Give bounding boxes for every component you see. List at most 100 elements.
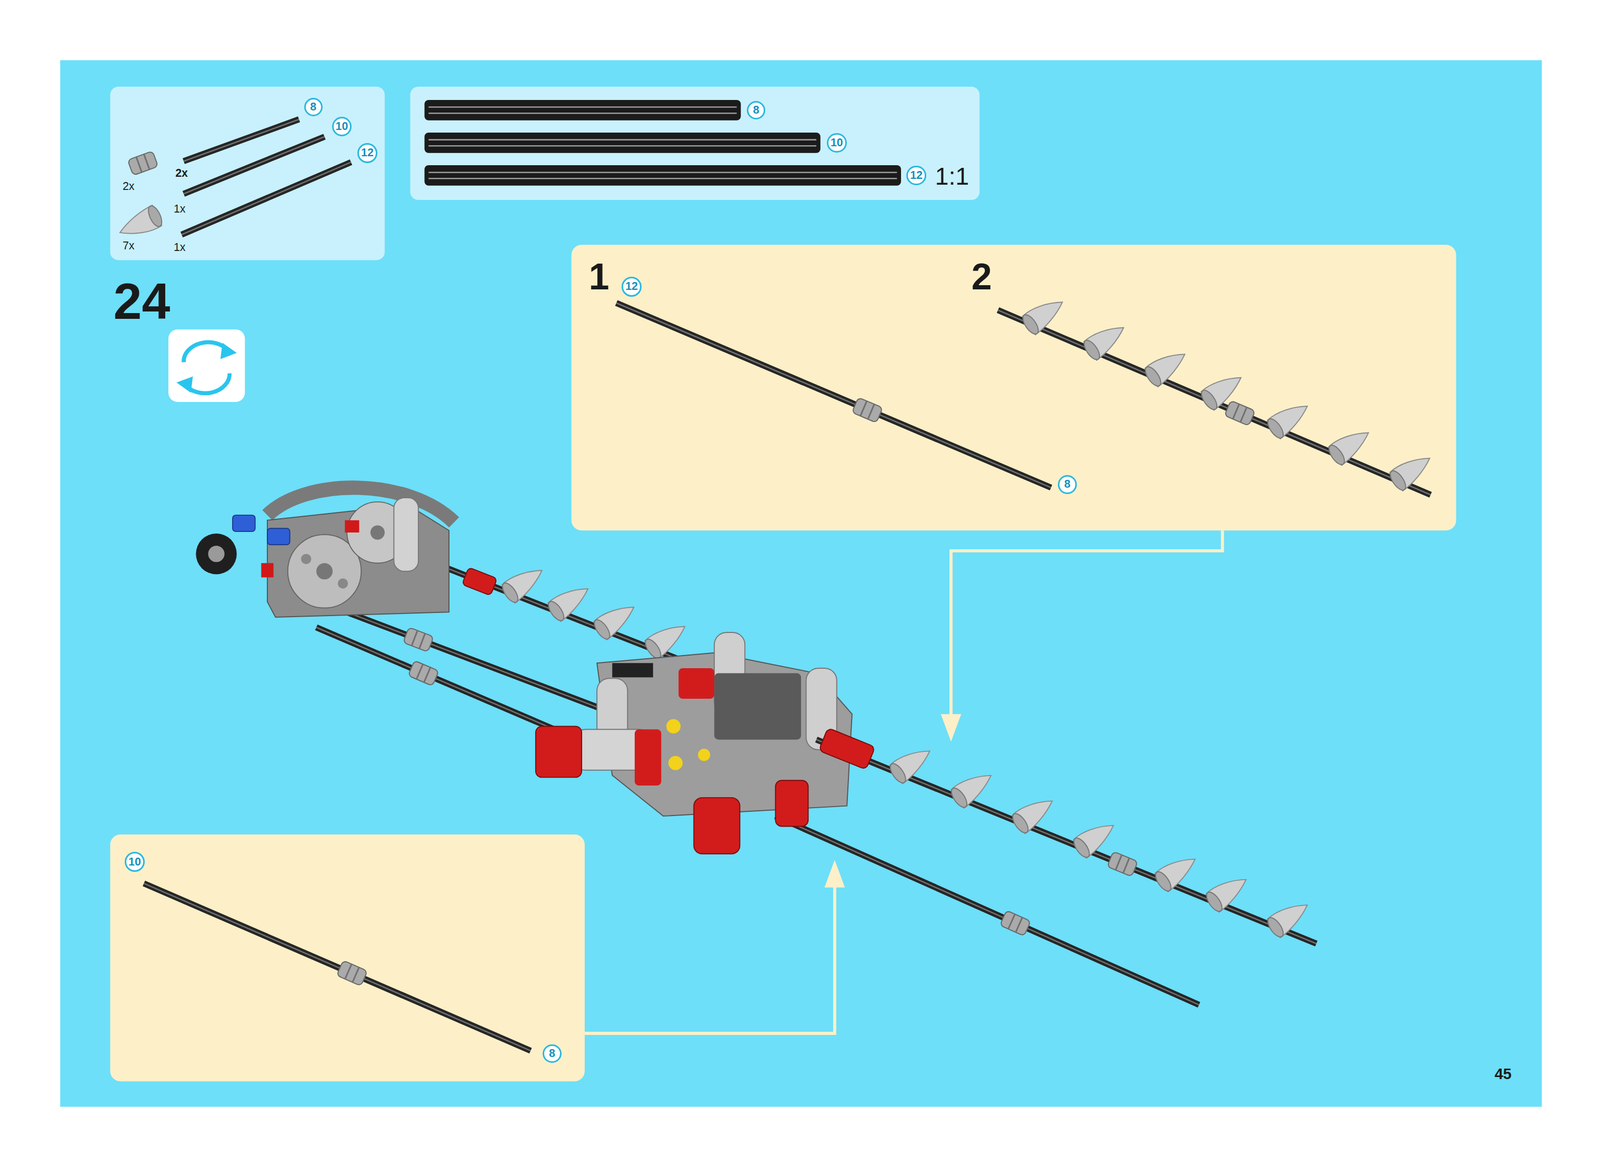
panel-fills (110, 86, 1456, 1082)
model-art (634, 729, 662, 786)
panel-text: 1 (588, 258, 610, 296)
model-art (208, 545, 225, 563)
model-art (370, 525, 385, 540)
panel-fills (110, 834, 585, 1082)
model-art (775, 816, 1199, 1006)
assembly-arrows (951, 530, 1223, 720)
scale-bars (424, 132, 821, 154)
model-art (678, 668, 715, 699)
model-art (816, 740, 1317, 945)
model-art (195, 487, 1317, 1006)
rotate-icon (168, 329, 245, 403)
model-art (403, 551, 715, 674)
model-art (1264, 895, 1314, 940)
sub-step-art (1019, 292, 1069, 337)
model-art (1106, 851, 1138, 877)
scale-bars (424, 100, 902, 186)
model-art (232, 515, 256, 532)
model-art (393, 497, 419, 572)
scale-bars (428, 138, 817, 141)
model-art (1000, 910, 1032, 937)
panel-text: 7x (122, 240, 135, 252)
callout-number: 10 (332, 116, 353, 137)
parts-list-art (127, 151, 158, 176)
sub-step-art (1386, 448, 1436, 493)
model-art (596, 653, 853, 817)
sub-step-art (1198, 368, 1248, 413)
bottom-sub-art (143, 883, 531, 1052)
sub-step-art (616, 303, 1052, 488)
panel-text: 1x (173, 242, 186, 254)
model-art (693, 797, 740, 855)
model-art (1009, 791, 1059, 836)
model-art (261, 563, 274, 578)
page-number: 45 (1494, 1066, 1512, 1083)
page-ground (60, 60, 1542, 1107)
scale-bars (424, 100, 742, 121)
model-art (301, 554, 312, 565)
model-art (267, 528, 290, 545)
panel-text: 2 (971, 258, 993, 296)
panel-text: 1x (173, 203, 186, 215)
instruction-panel: 108 (110, 834, 585, 1082)
sub-step-art (1224, 400, 1256, 426)
model-art (1070, 816, 1120, 860)
rotate-icon (176, 376, 193, 393)
sub-step-art (997, 310, 1431, 495)
model-art (714, 673, 802, 740)
model-art (642, 617, 692, 662)
model-art (886, 741, 936, 786)
assembly-arrows (824, 860, 846, 888)
model-art (403, 551, 715, 674)
assembly-arrows (584, 882, 835, 1034)
assembly-arrows (941, 714, 962, 742)
panel-text: 2x (175, 167, 188, 179)
scale-bars (428, 177, 897, 180)
rotate-icon (220, 342, 237, 359)
assembly-arrows (584, 530, 1223, 1034)
scale-bars (428, 171, 897, 174)
parts-list-art (181, 162, 352, 235)
rotate-icon (168, 329, 245, 403)
sub-step-art (852, 397, 884, 423)
instruction-panel: 810121:1 (410, 86, 980, 200)
model-art (407, 660, 439, 686)
panel-fills (410, 86, 980, 200)
sub-step-art (1264, 396, 1314, 441)
model-art (818, 727, 876, 770)
sub-step-art (997, 310, 1431, 495)
model-art (816, 740, 1317, 945)
model-art (462, 567, 498, 596)
scale-bars (424, 165, 902, 186)
instruction-panel: 810122x2x1x7x1x (110, 86, 385, 261)
model-art (344, 520, 359, 533)
callout-number: 10 (826, 133, 847, 154)
model-art (499, 561, 549, 605)
model-art (545, 579, 595, 624)
model-art (1152, 850, 1202, 894)
sub-step-art (1081, 318, 1130, 363)
model-art (668, 756, 683, 771)
callout-number: 8 (542, 1044, 562, 1064)
scale-bars (428, 145, 817, 147)
model-art (775, 816, 1199, 1006)
sub-step-art (616, 303, 1052, 488)
model-art (775, 780, 808, 827)
model-art (403, 627, 434, 653)
sub-step-art (1325, 423, 1375, 467)
callout-number: 12 (621, 276, 642, 297)
panel-text: 1:1 (935, 164, 970, 189)
parts-list-art (115, 119, 352, 244)
model-art (316, 563, 333, 580)
model-art (948, 766, 998, 810)
parts-list-art (181, 162, 352, 235)
panel-fills (571, 244, 1457, 531)
callout-number: 12 (357, 143, 378, 164)
panel-text: 2x (122, 181, 135, 193)
model-art (337, 578, 348, 589)
callout-number: 8 (1057, 475, 1077, 494)
